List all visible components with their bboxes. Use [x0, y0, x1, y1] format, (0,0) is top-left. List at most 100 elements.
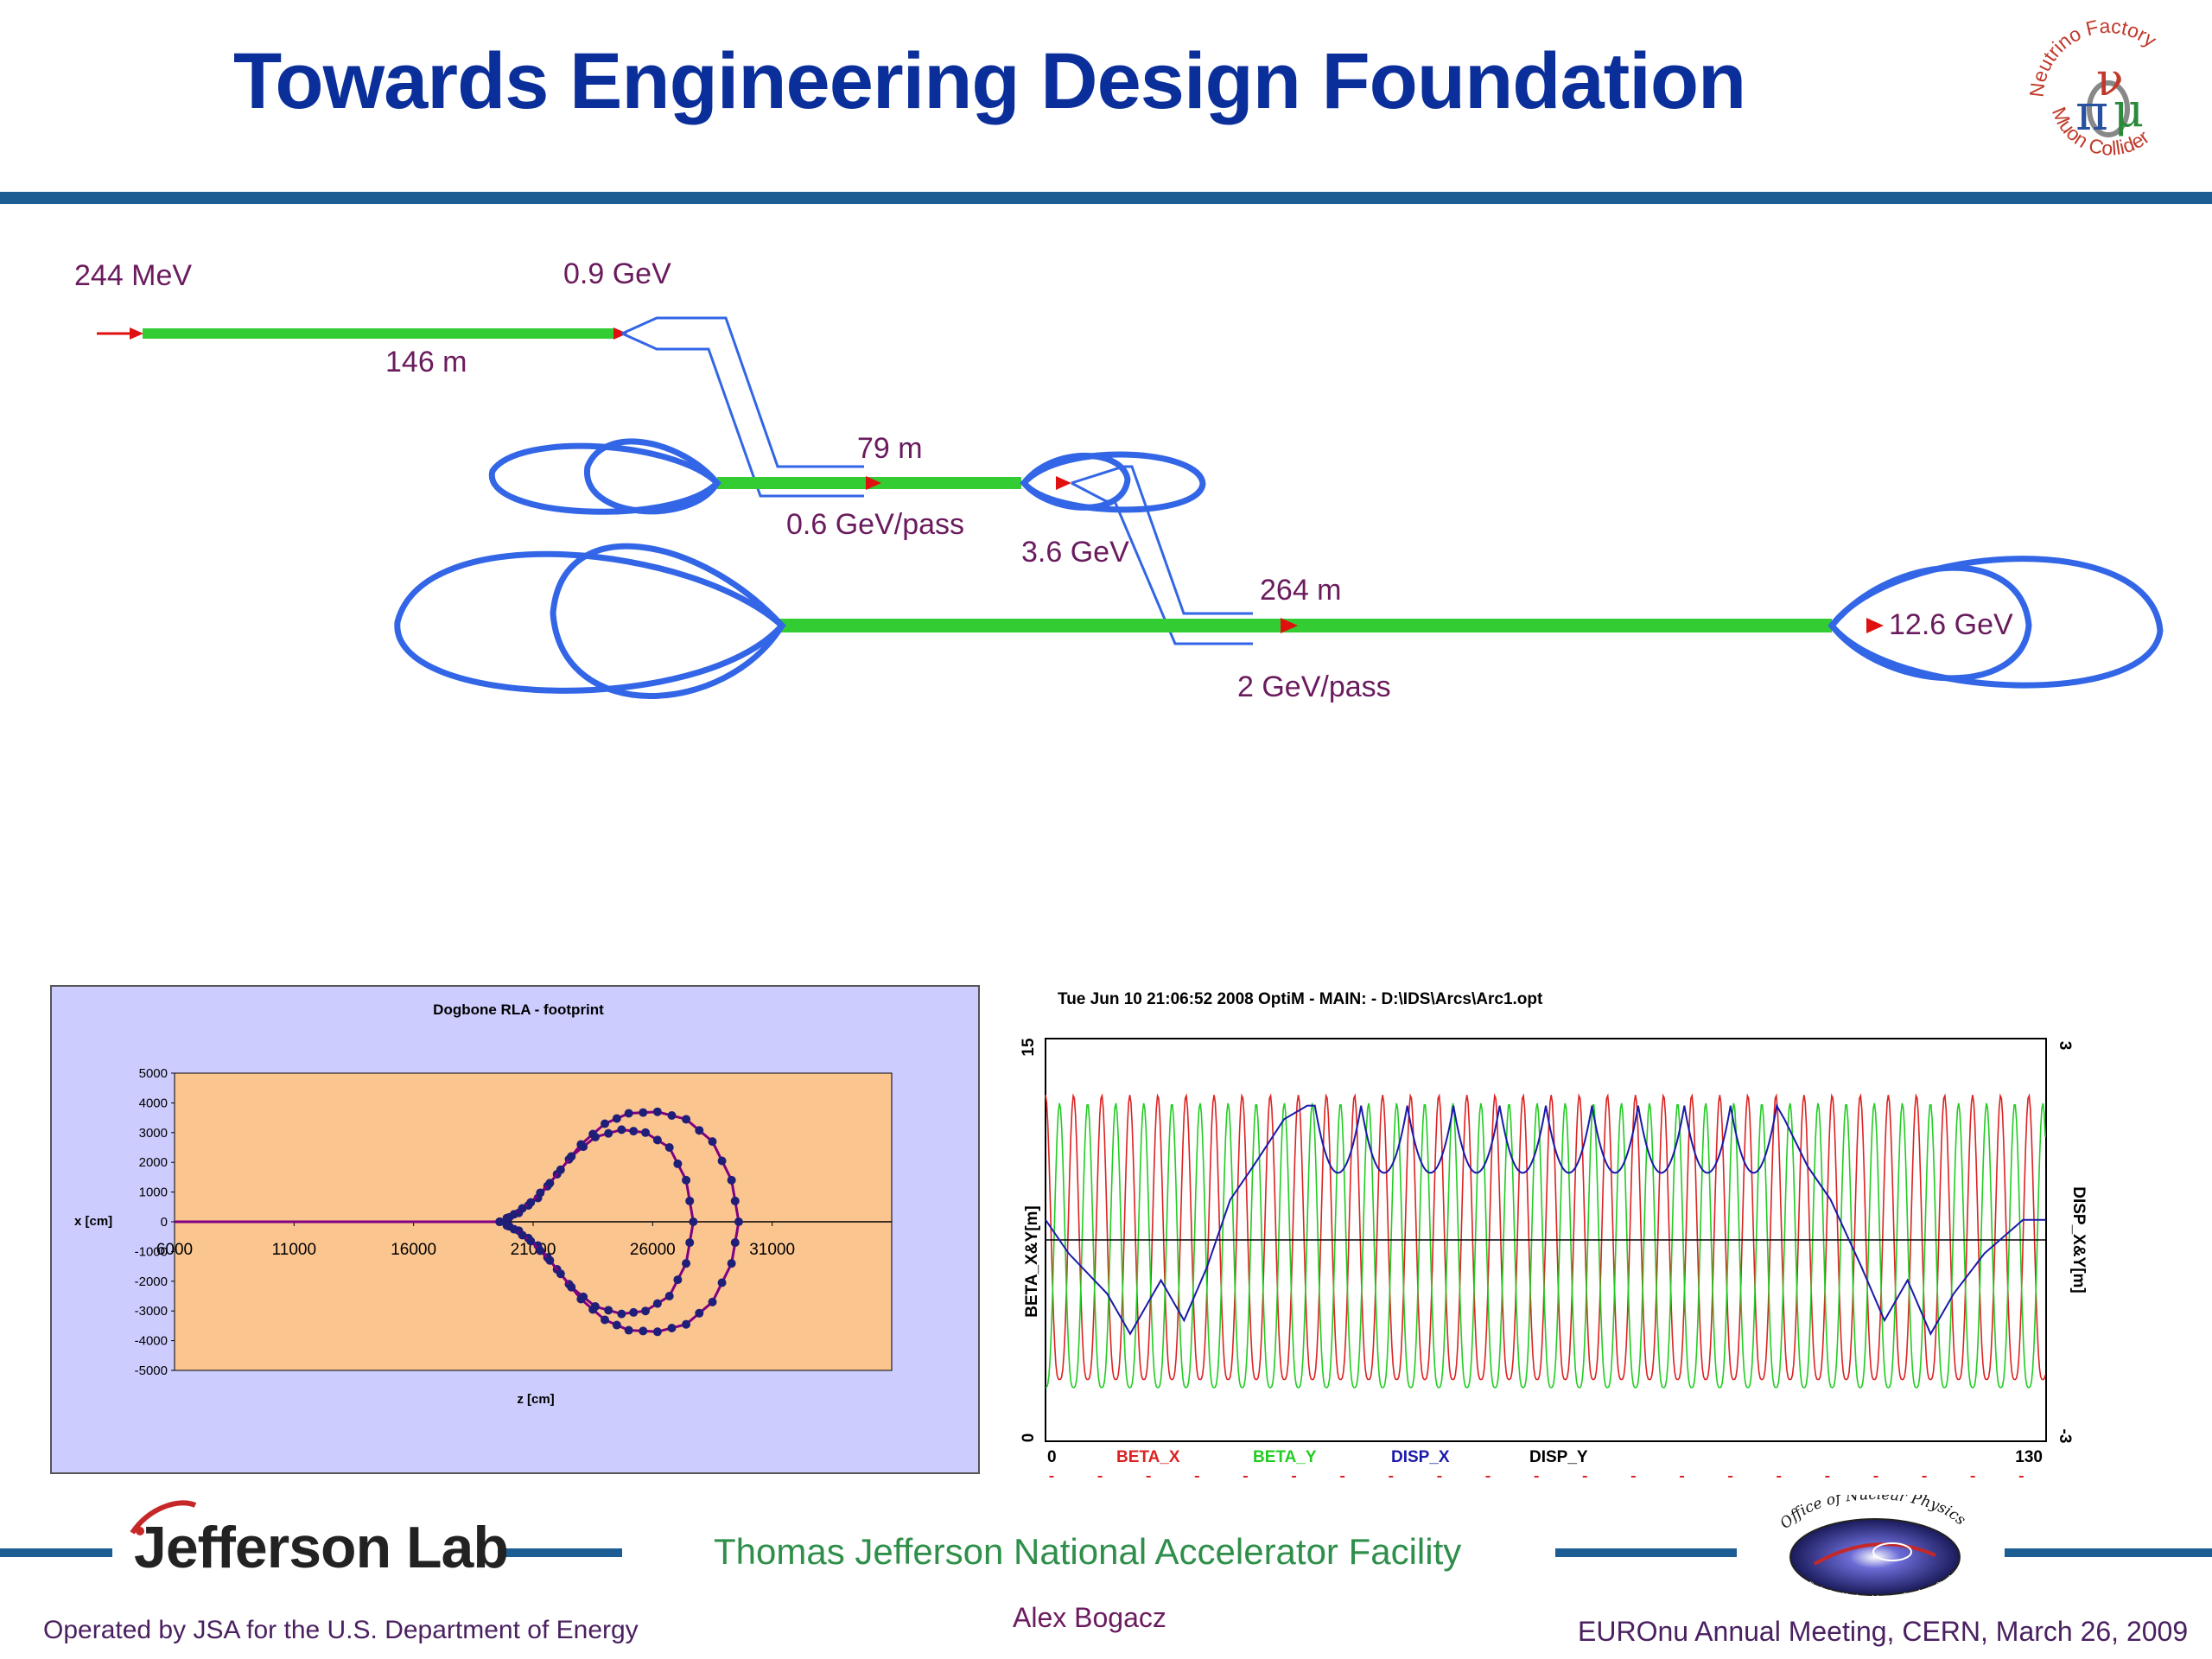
footprint-point — [682, 1259, 691, 1268]
footer-rule — [0, 1548, 112, 1557]
arrow-icon — [613, 327, 627, 340]
footer-rule — [2005, 1548, 2212, 1557]
lattice-element — [1534, 1476, 1539, 1490]
footprint-point — [639, 1108, 648, 1117]
footprint-ytick-label: -2000 — [135, 1274, 168, 1289]
optics-title: Tue Jun 10 21:06:52 2008 OptiM - MAIN: -… — [1058, 990, 1543, 1008]
footprint-point — [604, 1128, 613, 1138]
footprint-title: Dogbone RLA - footprint — [433, 1001, 604, 1018]
footprint-point — [717, 1278, 727, 1287]
footprint-point — [601, 1315, 609, 1325]
footer-rule — [1555, 1548, 1737, 1557]
footprint-point — [536, 1246, 545, 1255]
footprint-point — [664, 1143, 674, 1152]
footprint-point — [617, 1309, 626, 1319]
optics-ytick-label: 15 — [1020, 1038, 1038, 1057]
lattice-element — [1825, 1476, 1830, 1490]
length-label-linac: 146 m — [385, 346, 467, 378]
jlab-swoosh-icon — [130, 1500, 197, 1535]
footprint-point — [673, 1159, 683, 1168]
footprint-point — [685, 1196, 695, 1205]
lattice-element — [1777, 1476, 1782, 1490]
footprint-ylabel: x [cm] — [74, 1214, 112, 1229]
footprint-ytick-label: 4000 — [139, 1096, 168, 1110]
slide-title: Towards Engineering Design Foundation — [233, 37, 1746, 125]
arrow-icon — [1056, 476, 1071, 490]
neutrino-factory-logo: Neutrino Factory Muon Collider π ν μ — [2025, 16, 2161, 160]
gain-label-rla1: 0.6 GeV/pass — [786, 508, 965, 541]
lattice-element — [1389, 1476, 1394, 1490]
optics-xtick-label: 130 — [2015, 1448, 2043, 1466]
footprint-point — [590, 1132, 600, 1141]
footprint-ytick-label: 2000 — [139, 1155, 168, 1170]
footprint-point — [629, 1307, 639, 1317]
footprint-point — [682, 1115, 691, 1124]
energy-label-output: 12.6 GeV — [1889, 608, 2013, 641]
transfer-line — [1071, 481, 1253, 645]
svg-text:μ: μ — [2113, 83, 2144, 137]
footprint-point — [734, 1217, 743, 1226]
arrow-icon — [1281, 618, 1298, 633]
footprint-point — [717, 1156, 727, 1166]
lattice-element — [1049, 1476, 1054, 1490]
footprint-xtick-label: 6000 — [156, 1241, 193, 1259]
footprint-plot: Dogbone RLA - footprint x [cm] z [cm] 50… — [74, 1001, 893, 1407]
footprint-point — [509, 1210, 518, 1219]
jefferson-lab-logo: Jefferson Lab — [134, 1515, 509, 1580]
rla-schematic — [97, 316, 2164, 699]
footprint-point — [601, 1119, 609, 1128]
transfer-line — [621, 316, 864, 468]
footprint-point — [708, 1297, 717, 1306]
beta-x-curve — [1045, 1093, 2046, 1381]
lattice-element — [1146, 1476, 1151, 1490]
footprint-point — [502, 1221, 512, 1230]
footprint-point — [567, 1152, 576, 1161]
footprint-point — [652, 1327, 662, 1337]
lattice-element — [1873, 1476, 1878, 1490]
author-name: Alex Bogacz — [1013, 1602, 1166, 1633]
footprint-point — [652, 1135, 662, 1145]
optics-xtick-label: 0 — [1047, 1448, 1057, 1466]
footprint-point — [545, 1179, 555, 1188]
footprint-xlabel: z [cm] — [517, 1392, 554, 1407]
footprint-point — [727, 1259, 736, 1268]
length-label-rla1: 79 m — [857, 432, 923, 465]
footprint-point — [639, 1326, 648, 1336]
footprint-ytick-label: 3000 — [139, 1126, 168, 1141]
footprint-point — [695, 1126, 704, 1135]
footer-rule — [498, 1548, 622, 1557]
transfer-line — [1071, 465, 1253, 615]
footprint-xtick-label: 26000 — [630, 1241, 676, 1259]
footprint-ytick-label: -3000 — [135, 1304, 168, 1319]
linac-segment — [143, 328, 613, 339]
footprint-ytick-label: 1000 — [139, 1185, 168, 1200]
footprint-point — [667, 1323, 677, 1332]
arc-loop — [550, 543, 786, 699]
footprint-point — [617, 1125, 626, 1135]
footprint-point — [526, 1198, 536, 1207]
footprint-point — [730, 1196, 740, 1205]
footprint-point — [664, 1292, 674, 1300]
footprint-chart: Dogbone RLA - footprint x [cm] z [cm] 50… — [50, 985, 980, 1474]
footprint-ytick-label: -4000 — [135, 1334, 168, 1349]
arc-loop — [1827, 556, 2164, 689]
lattice-element — [1292, 1476, 1297, 1490]
footprint-xtick-label: 31000 — [749, 1241, 795, 1259]
linac-segment — [778, 619, 1832, 632]
footprint-point — [682, 1175, 691, 1185]
facility-name: Thomas Jefferson National Accelerator Fa… — [714, 1531, 1462, 1572]
footprint-ytick-label: 5000 — [139, 1066, 168, 1081]
footprint-point — [624, 1325, 633, 1335]
transfer-line — [621, 332, 864, 498]
beta-y-curve — [1045, 1103, 2046, 1389]
footprint-point — [518, 1230, 527, 1240]
footprint-xtick-label: 16000 — [391, 1241, 436, 1259]
footprint-point — [730, 1238, 740, 1248]
footprint-point — [579, 1142, 588, 1152]
optics-chart: Tue Jun 10 21:06:52 2008 OptiM - MAIN: -… — [1011, 976, 2169, 1490]
footprint-point — [612, 1114, 621, 1123]
footprint-point — [673, 1275, 683, 1285]
lattice-element — [1485, 1476, 1491, 1490]
footprint-point — [682, 1319, 691, 1329]
energy-label-input: 244 MeV — [74, 259, 193, 292]
